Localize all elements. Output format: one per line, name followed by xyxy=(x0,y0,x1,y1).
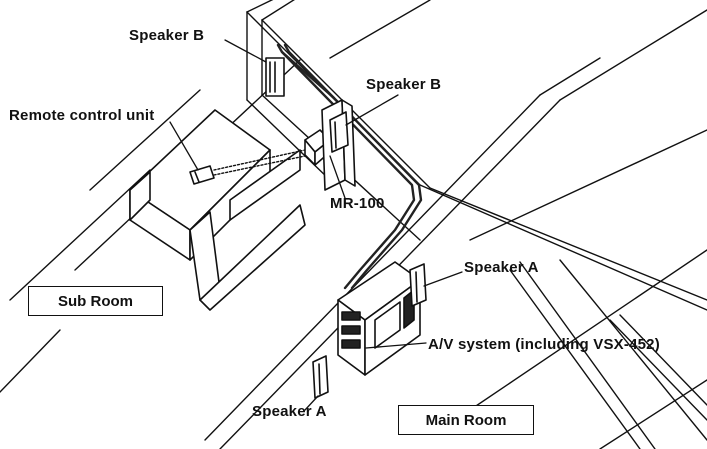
sofa xyxy=(129,109,306,311)
speaker-a-bottom-label: Speaker A xyxy=(252,403,327,420)
speaker-a-right-label: Speaker A xyxy=(464,259,539,276)
sub-room-label: Sub Room xyxy=(58,292,133,310)
main-room-label: Main Room xyxy=(425,411,507,429)
remote-control-unit xyxy=(189,165,215,185)
leader-lines xyxy=(169,39,463,411)
speaker-b-left-label: Speaker B xyxy=(129,27,205,44)
sub-room-box: Sub Room xyxy=(28,286,163,316)
speaker-a-right xyxy=(409,263,427,307)
av-system-label: A/V system (including VSX-452) xyxy=(428,336,660,353)
av-system-rack xyxy=(337,261,421,376)
ir-beam xyxy=(213,149,306,176)
mr100-label: MR-100 xyxy=(330,195,385,212)
remote-control-label: Remote control unit xyxy=(9,107,155,124)
speaker-b-right xyxy=(329,111,349,153)
speaker-cable xyxy=(276,43,423,290)
speaker-b-right-label: Speaker B xyxy=(366,76,442,93)
main-room-box: Main Room xyxy=(398,405,534,435)
speaker-a-bottom xyxy=(312,355,329,399)
speaker-b-left xyxy=(265,57,285,97)
